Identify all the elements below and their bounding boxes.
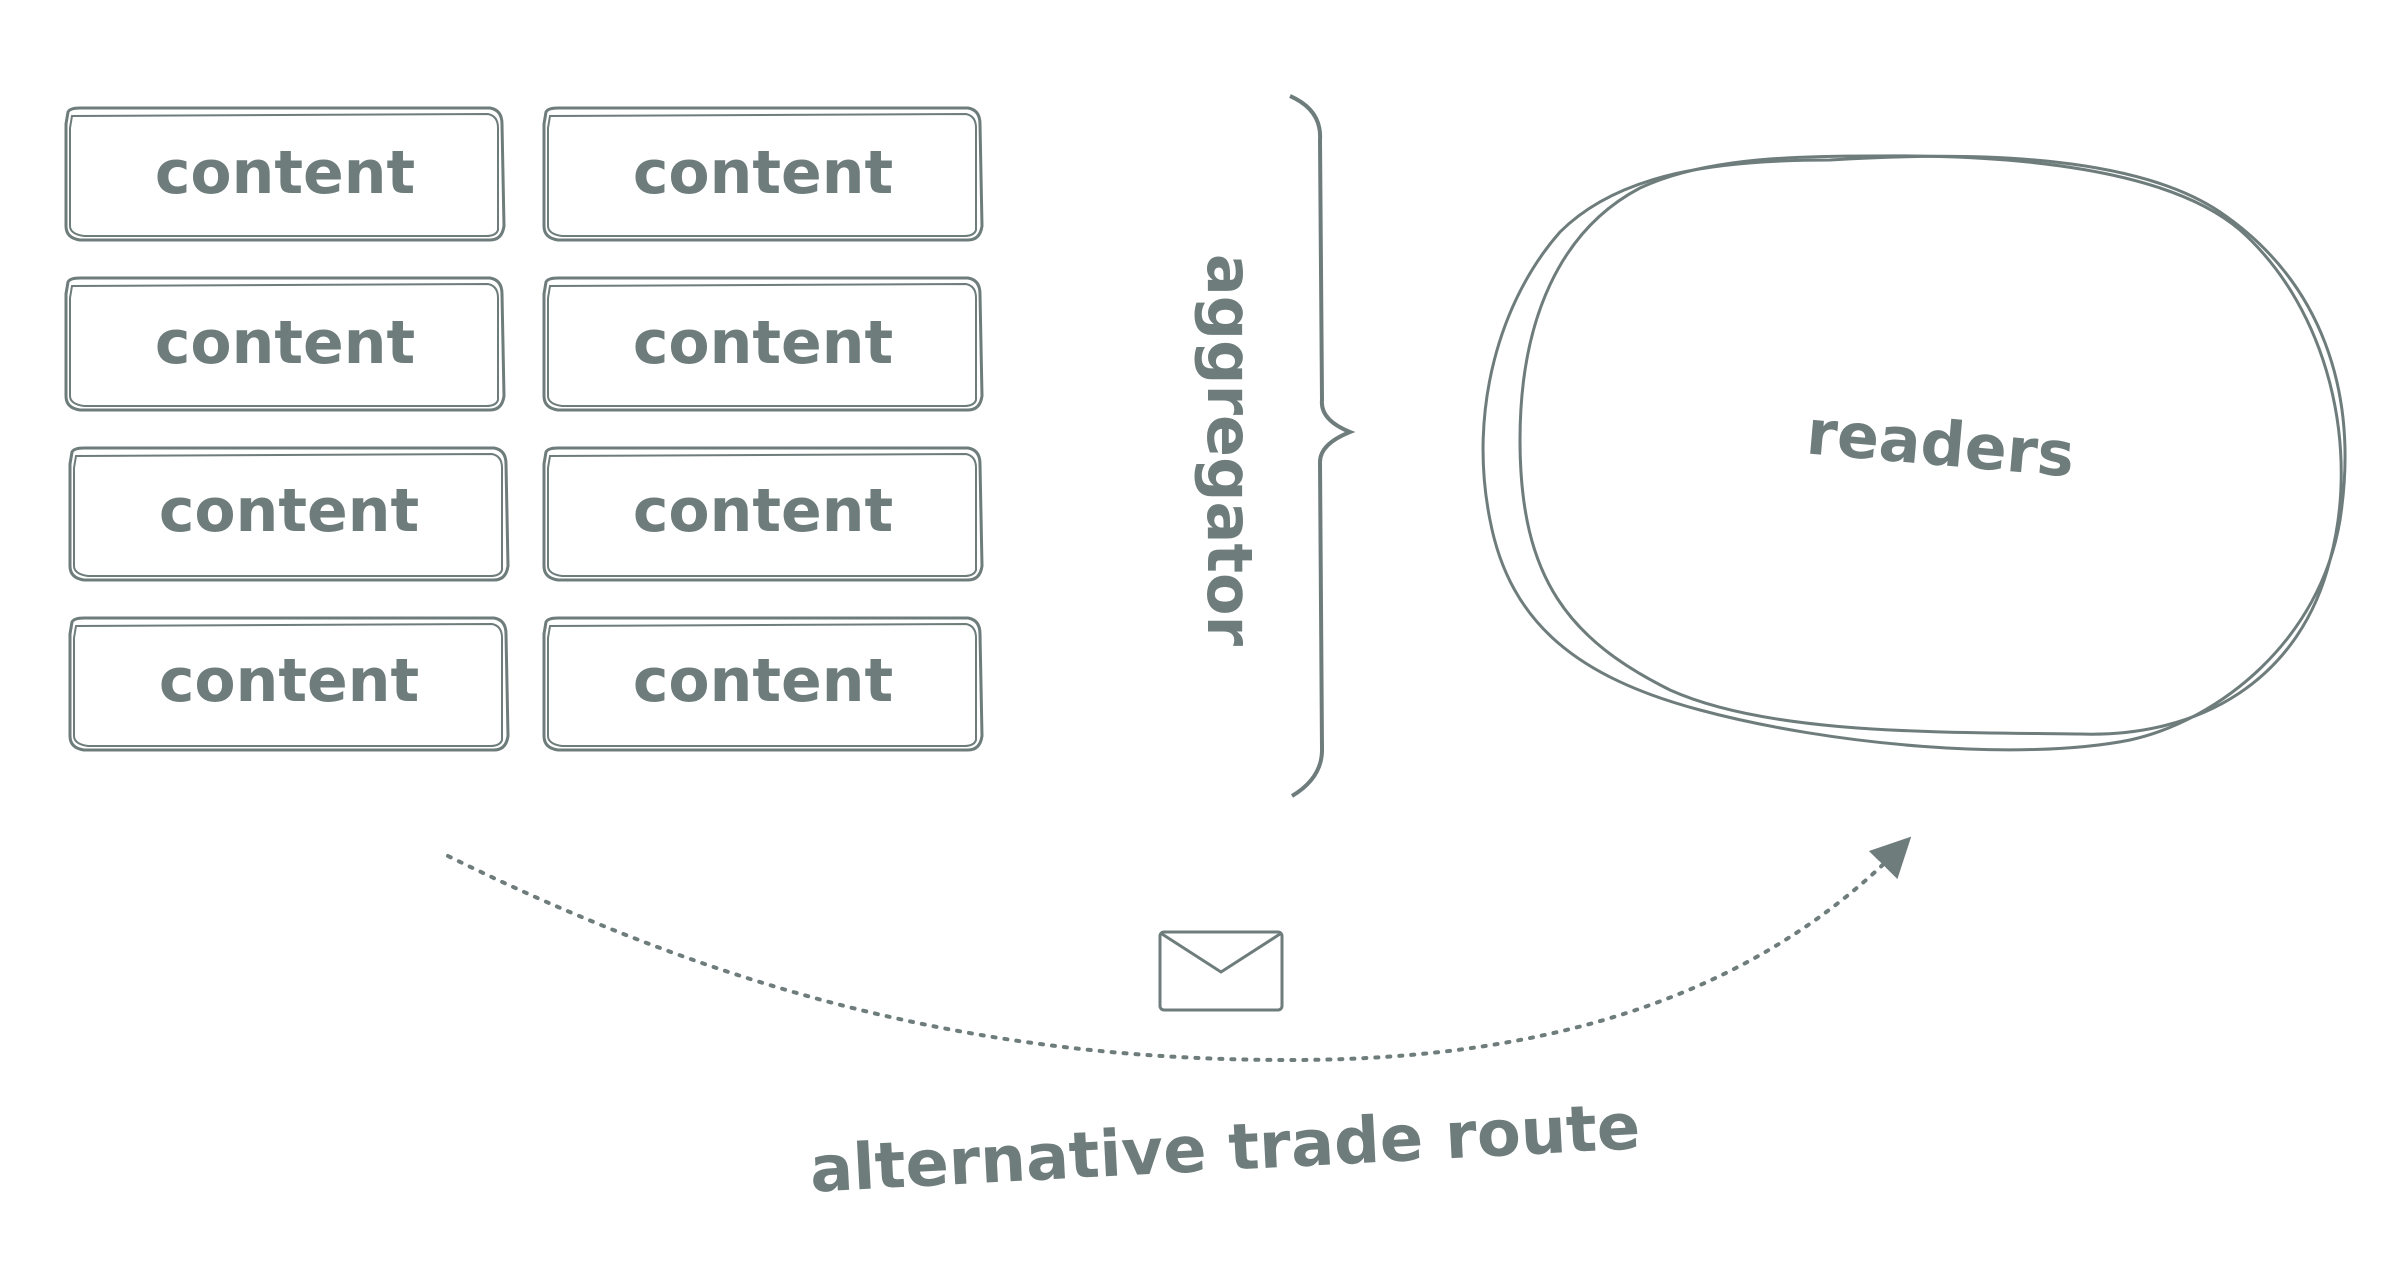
content-box-label: content xyxy=(633,476,893,546)
content-box: content xyxy=(68,446,510,582)
readers-outline-outer xyxy=(1481,154,2347,752)
content-box-label: content xyxy=(155,308,415,378)
content-box-label: content xyxy=(159,476,419,546)
content-box: content xyxy=(68,616,510,752)
readers-label: readers xyxy=(1804,395,2078,491)
content-box: content xyxy=(542,276,984,412)
content-box-label: content xyxy=(155,138,415,208)
content-box-label: content xyxy=(633,646,893,716)
content-box-label: content xyxy=(633,138,893,208)
content-grid: content content content content content xyxy=(64,106,984,752)
content-box-label: content xyxy=(159,646,419,716)
aggregator-label: aggregator xyxy=(1193,254,1266,647)
readers-outline-inner xyxy=(1518,154,2343,736)
readers-group: readers xyxy=(1481,154,2347,752)
aggregator-brace xyxy=(1289,94,1356,798)
route-label: alternative trade route xyxy=(808,1090,1642,1207)
content-box: content xyxy=(64,106,506,242)
content-box: content xyxy=(64,276,506,412)
envelope-icon xyxy=(1158,930,1284,1012)
content-box: content xyxy=(542,446,984,582)
content-box: content xyxy=(542,106,984,242)
content-box: content xyxy=(542,616,984,752)
trade-route-arrow xyxy=(446,836,1912,1063)
content-box-label: content xyxy=(633,308,893,378)
